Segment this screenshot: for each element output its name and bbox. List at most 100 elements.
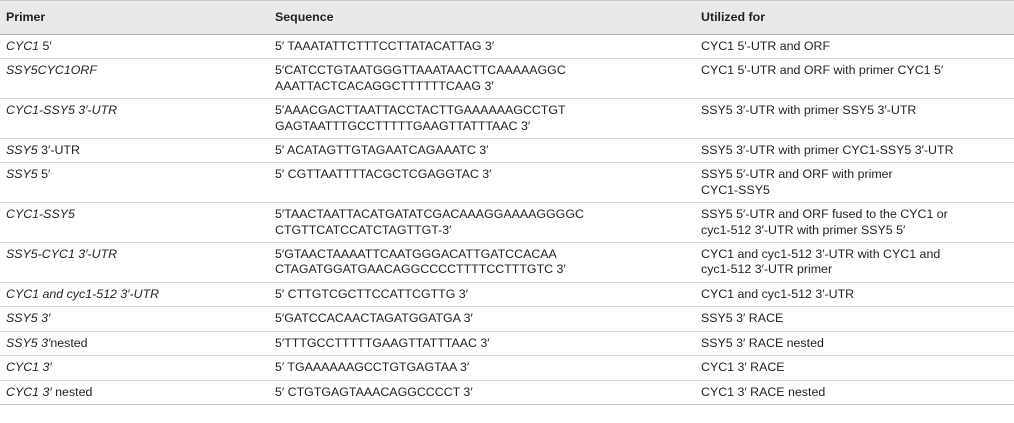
- table-row: CYC1 3′ nested 5′ CTGTGAGTAAACAGGCCCCT 3′…: [0, 380, 1014, 405]
- cell-primer: CYC1 3′: [0, 355, 269, 381]
- header-primer: Primer: [0, 0, 269, 35]
- cell-sequence: 5′TTTGCCTTTTTGAAGTTATTTAAC 3′: [269, 331, 695, 357]
- cell-primer: CYC1-SSY5: [0, 202, 269, 244]
- primer-name-part: 5′: [37, 167, 51, 182]
- usage-line: SSY5 3′ RACE nested: [701, 335, 824, 350]
- usage-line: CYC1 3′ RACE nested: [701, 384, 826, 399]
- sequence-line: GAGTAATTTGCCTTTTTGAAGTTATTTAAC 3′: [275, 118, 531, 133]
- header-sequence: Sequence: [269, 0, 695, 35]
- table-row: SSY5 3′ 5′GATCCACAACTAGATGGATGA 3′ SSY5 3′…: [0, 306, 1014, 332]
- cell-utilized-for: CYC1 3′ RACE: [695, 355, 1014, 381]
- primer-table-container: Primer Sequence Utilized for CYC1 5′ 5′ T…: [0, 0, 1014, 405]
- sequence-line: CTAGATGGATGAACAGGCCCCTTTTCCTTTGTC 3′: [275, 262, 566, 277]
- usage-line: SSY5 3′ RACE: [701, 311, 784, 326]
- cell-utilized-for: CYC1 5′-UTR and ORF: [695, 34, 1014, 60]
- header-utilized-for: Utilized for: [695, 0, 1014, 35]
- cell-sequence: 5′ CTGTGAGTAAACAGGCCCCT 3′: [269, 380, 695, 405]
- cell-primer: SSY5 3′nested: [0, 331, 269, 357]
- sequence-line: 5′ TGAAAAAAGCCTGTGAGTAA 3′: [275, 360, 470, 375]
- primer-name-part: SSY5: [6, 167, 38, 182]
- cell-primer: CYC1-SSY5 3′-UTR: [0, 98, 269, 140]
- table-row: CYC1-SSY5 3′-UTR 5′AAACGACTTAATTACCTACTTG…: [0, 98, 1014, 140]
- primer-name-part: SSY5CYC1ORF: [6, 63, 97, 78]
- usage-line: SSY5 5′-UTR and ORF with primer: [701, 167, 893, 182]
- usage-line: CYC1 and cyc1-512 3′-UTR: [701, 286, 855, 301]
- usage-line: CYC1 3′ RACE: [701, 360, 785, 375]
- cell-utilized-for: SSY5 5′-UTR and ORF fused to the CYC1 or…: [695, 202, 1014, 244]
- primer-table: Primer Sequence Utilized for CYC1 5′ 5′ T…: [0, 0, 1014, 405]
- cell-sequence: 5′ ACATAGTTGTAGAATCAGAAATC 3′: [269, 138, 695, 164]
- primer-name-part: SSY5 3′: [6, 311, 51, 326]
- table-body: CYC1 5′ 5′ TAAATATTCTTTCCTTATACATTAG 3′ CY…: [0, 34, 1014, 405]
- cell-primer: SSY5-CYC1 3′-UTR: [0, 242, 269, 283]
- sequence-line: 5′TAACTAATTACATGATATCGACAAAGGAAAAGGGGC: [275, 207, 584, 222]
- primer-name-part: nested: [51, 384, 93, 399]
- cell-sequence: 5′ TAAATATTCTTTCCTTATACATTAG 3′: [269, 34, 695, 60]
- cell-primer: CYC1 5′: [0, 34, 269, 60]
- table-header-row: Primer Sequence Utilized for: [0, 0, 1014, 35]
- primer-name-part: SSY5: [6, 143, 38, 158]
- cell-primer: SSY5 3′-UTR: [0, 138, 269, 164]
- primer-name-part: 3′-UTR: [37, 143, 80, 158]
- cell-utilized-for: SSY5 3′-UTR with primer SSY5 3′-UTR: [695, 98, 1014, 140]
- primer-name-part: nested: [50, 335, 88, 350]
- sequence-line: AAATTACTCACAGGCTTTTTTCAAG 3′: [275, 78, 494, 93]
- sequence-line: 5′ TAAATATTCTTTCCTTATACATTAG 3′: [275, 39, 495, 53]
- table-row: SSY5 5′ 5′ CGTTAATTTTACGCTCGAGGTAC 3′ SSY5…: [0, 162, 1014, 204]
- usage-line: CYC1 5′-UTR and ORF: [701, 39, 831, 53]
- primer-name-part: CYC1-SSY5 3′-UTR: [6, 103, 118, 118]
- primer-name-part: CYC1 3′: [6, 360, 52, 375]
- usage-line: CYC1 5′-UTR and ORF with primer CYC1 5′: [701, 63, 944, 78]
- sequence-line: 5′ CTGTGAGTAAACAGGCCCCT 3′: [275, 384, 473, 399]
- cell-primer: SSY5 5′: [0, 162, 269, 204]
- primer-name-part: SSY5 3′: [6, 335, 51, 350]
- cell-utilized-for: SSY5 3′ RACE: [695, 306, 1014, 332]
- sequence-line: 5′ CTTGTCGCTTCCATTCGTTG 3′: [275, 286, 469, 301]
- table-row: SSY5 3′-UTR 5′ ACATAGTTGTAGAATCAGAAATC 3′…: [0, 138, 1014, 164]
- sequence-line: 5′GATCCACAACTAGATGGATGA 3′: [275, 311, 473, 326]
- cell-sequence: 5′ CGTTAATTTTACGCTCGAGGTAC 3′: [269, 162, 695, 204]
- primer-name-part: CYC1: [6, 39, 40, 53]
- sequence-line: CTGTTCATCCATCTAGTTGT-3′: [275, 222, 452, 237]
- table-row: CYC1-SSY5 5′TAACTAATTACATGATATCGACAAAGGAA…: [0, 202, 1014, 244]
- table-row: SSY5 3′nested 5′TTTGCCTTTTTGAAGTTATTTAAC …: [0, 331, 1014, 357]
- table-row: SSY5CYC1ORF 5′CATCCTGTAATGGGTTAAATAACTTCA…: [0, 58, 1014, 100]
- usage-line: SSY5 3′-UTR with primer SSY5 3′-UTR: [701, 103, 917, 118]
- sequence-line: 5′ ACATAGTTGTAGAATCAGAAATC 3′: [275, 143, 489, 158]
- table-row: SSY5-CYC1 3′-UTR 5′GTAACTAAAATTCAATGGGACA…: [0, 242, 1014, 283]
- sequence-line: 5′GTAACTAAAATTCAATGGGACATTGATCCACAA: [275, 247, 557, 262]
- sequence-line: 5′ CGTTAATTTTACGCTCGAGGTAC 3′: [275, 167, 492, 182]
- cell-utilized-for: CYC1 3′ RACE nested: [695, 380, 1014, 405]
- cell-primer: SSY5CYC1ORF: [0, 58, 269, 100]
- usage-line: cyc1-512 3′-UTR with primer SSY5 5′: [701, 222, 906, 237]
- cell-sequence: 5′GATCCACAACTAGATGGATGA 3′: [269, 306, 695, 332]
- cell-sequence: 5′ TGAAAAAAGCCTGTGAGTAA 3′: [269, 355, 695, 381]
- table-row: CYC1 3′ 5′ TGAAAAAAGCCTGTGAGTAA 3′ CYC1 3′…: [0, 355, 1014, 381]
- sequence-line: 5′AAACGACTTAATTACCTACTTGAAAAAAGCCTGT: [275, 103, 566, 118]
- usage-line: SSY5 3′-UTR with primer CYC1-SSY5 3′-UTR: [701, 143, 954, 158]
- cell-primer: CYC1 3′ nested: [0, 380, 269, 405]
- cell-primer: SSY5 3′: [0, 306, 269, 332]
- usage-line: CYC1 and cyc1-512 3′-UTR with CYC1 and: [701, 247, 941, 262]
- primer-name-part: 5′: [39, 39, 52, 53]
- primer-name-part: CYC1 3′: [6, 384, 52, 399]
- table-row: CYC1 and cyc1-512 3′-UTR 5′ CTTGTCGCTTCCA…: [0, 282, 1014, 308]
- cell-utilized-for: CYC1 5′-UTR and ORF with primer CYC1 5′: [695, 58, 1014, 100]
- cell-utilized-for: CYC1 and cyc1-512 3′-UTR: [695, 282, 1014, 308]
- sequence-line: 5′CATCCTGTAATGGGTTAAATAACTTCAAAAAGGC: [275, 63, 566, 78]
- primer-name-part: SSY5-CYC1 3′-UTR: [6, 247, 118, 262]
- table-row: CYC1 5′ 5′ TAAATATTCTTTCCTTATACATTAG 3′ CY…: [0, 34, 1014, 60]
- usage-line: CYC1-SSY5: [701, 182, 770, 197]
- cell-utilized-for: SSY5 3′ RACE nested: [695, 331, 1014, 357]
- usage-line: cyc1-512 3′-UTR primer: [701, 262, 833, 277]
- primer-name-part: CYC1-SSY5: [6, 207, 75, 222]
- sequence-line: 5′TTTGCCTTTTTGAAGTTATTTAAC 3′: [275, 335, 490, 350]
- usage-line: SSY5 5′-UTR and ORF fused to the CYC1 or: [701, 207, 948, 222]
- cell-primer: CYC1 and cyc1-512 3′-UTR: [0, 282, 269, 308]
